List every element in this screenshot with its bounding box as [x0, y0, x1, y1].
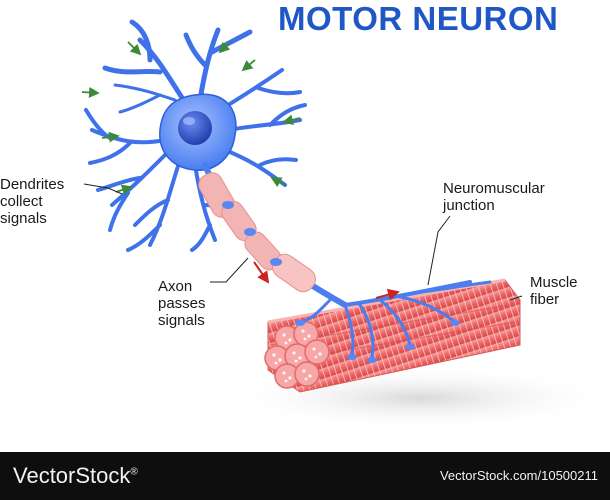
axon-label: Axon passes signals	[158, 278, 206, 329]
nodes-of-ranvier	[222, 201, 282, 266]
junction-label-line2: junction	[443, 197, 495, 214]
muscle-label-line2: fiber	[530, 291, 560, 308]
axon-label-line1: Axon	[158, 278, 193, 295]
dendrites-label: Dendrites collect signals	[0, 176, 64, 227]
dendrites-label-line2: collect	[0, 193, 43, 210]
muscle-fiber-bundle	[267, 278, 521, 393]
muscle-label: Muscle fiber	[530, 274, 578, 308]
dendrites-label-line3: signals	[0, 210, 47, 227]
image-id: VectorStock.com/10500211	[439, 468, 598, 483]
motor-neuron-illustration	[81, 19, 610, 430]
fiber-cross-sections	[264, 321, 330, 389]
junction-label-line1: Neuromuscular	[443, 180, 545, 197]
nucleus-highlight	[183, 117, 195, 125]
registered-mark: ®	[130, 466, 138, 478]
axon-label-line2: passes	[158, 295, 206, 312]
direction-arrows	[253, 261, 400, 301]
synaptic-boutons	[295, 320, 460, 363]
nucleus	[178, 111, 212, 145]
watermark-text: VectorStock	[13, 463, 131, 488]
watermark-logo: VectorStock®	[13, 463, 138, 489]
leader-lines	[83, 183, 523, 301]
axon-terminals	[298, 280, 492, 360]
axon-label-line3: signals	[158, 312, 205, 329]
dendrites-label-line1: Dendrites	[0, 176, 65, 193]
watermark-bar: VectorStock® VectorStock.com/10500211	[0, 452, 610, 500]
signal-arrows	[81, 41, 301, 195]
junction-label: Neuromuscular junction	[443, 180, 545, 214]
page-title: MOTOR NEURON	[278, 0, 559, 37]
muscle-label-line1: Muscle	[530, 274, 578, 291]
